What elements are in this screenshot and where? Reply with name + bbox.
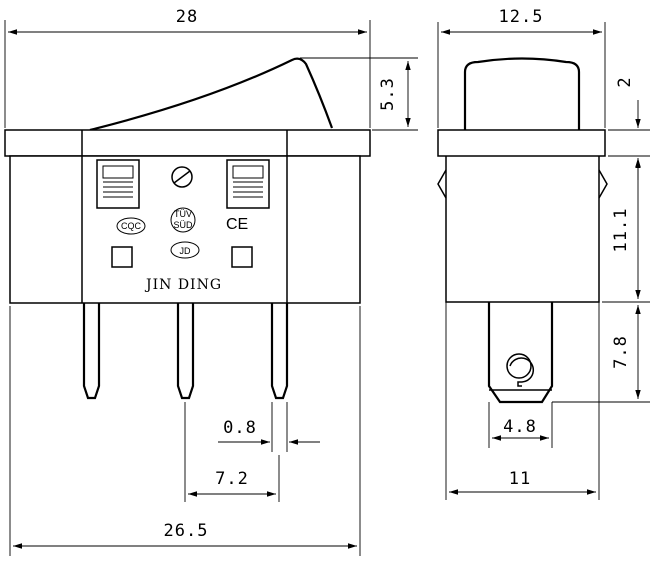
side-rocker-cap [463, 57, 581, 130]
svg-text:CE: CE [226, 216, 248, 233]
ce-mark: CE [226, 216, 248, 233]
dim-side-width: 12.5 [499, 7, 544, 27]
dim-terminal-length: 7.8 [611, 335, 631, 369]
svg-text:TÜV: TÜV [174, 209, 192, 219]
side-terminal [487, 302, 554, 404]
svg-text:JD: JD [180, 246, 192, 256]
jd-mark: JD [170, 241, 200, 259]
left-latch [96, 159, 140, 209]
dim-body-width: 26.5 [164, 521, 209, 541]
side-flange [437, 129, 606, 157]
dim-body-height: 11.1 [611, 208, 631, 253]
front-flange [4, 129, 371, 157]
brand-label: JIN DING [144, 277, 222, 293]
dim-rocker-height: 5.3 [378, 77, 398, 111]
right-window [231, 246, 253, 268]
tuv-mark: TÜV SÜD [170, 207, 196, 233]
dim-housing-depth: 11 [509, 469, 531, 489]
dim-cap-height: 2 [615, 76, 635, 87]
screw-icon [171, 166, 193, 188]
right-latch [226, 159, 270, 209]
dim-pin-pitch: 7.2 [215, 469, 249, 489]
left-window [111, 246, 133, 268]
front-body [9, 155, 361, 304]
svg-text:CQC: CQC [121, 221, 142, 231]
rocker-actuator [89, 57, 334, 132]
dim-overall-width: 28 [176, 7, 198, 27]
svg-text:SÜD: SÜD [173, 220, 193, 230]
dim-terminal-width: 4.8 [503, 417, 537, 437]
cqc-mark: CQC [116, 217, 146, 235]
dimensions: 28 5.3 12.5 2 11.1 7.8 4.8 11 [4, 7, 650, 556]
dim-pin-width: 0.8 [223, 418, 257, 438]
side-view [437, 57, 608, 404]
front-view: CQC TÜV SÜD CE JD JIN DING [4, 57, 371, 400]
terminal-pins [82, 303, 289, 400]
